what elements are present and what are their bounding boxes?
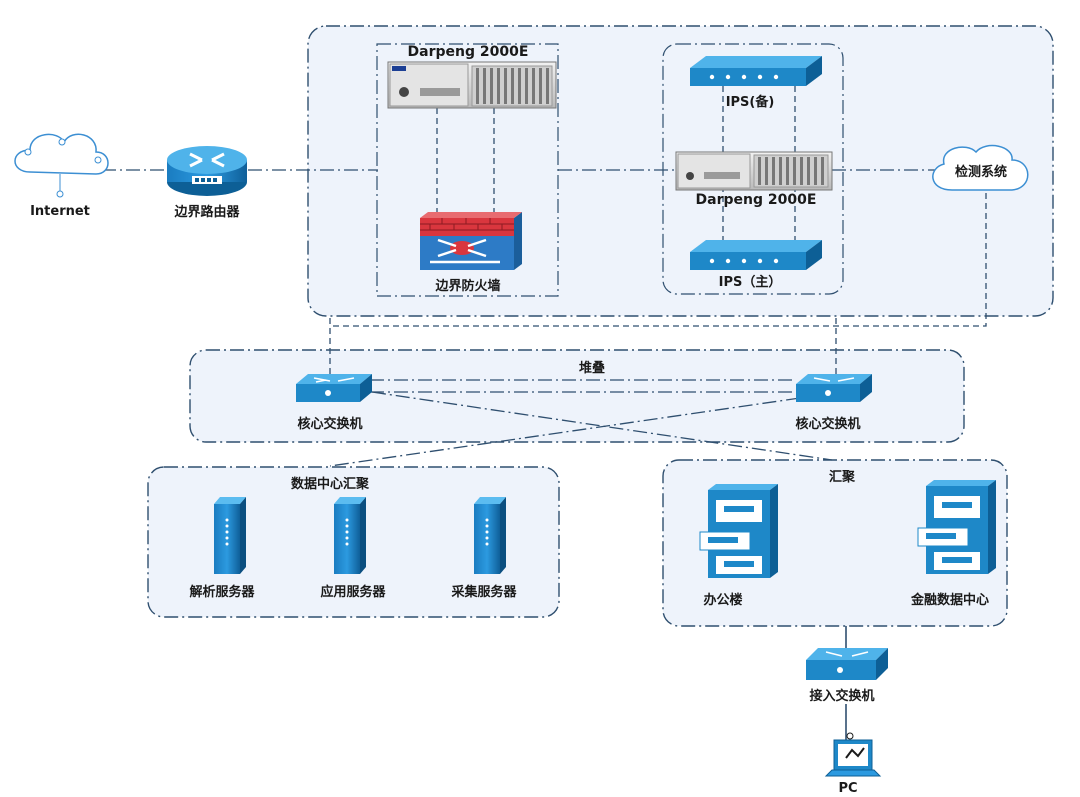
- stack-label: 堆叠: [579, 360, 605, 376]
- firewall-icon: [420, 212, 522, 270]
- detection-cloud-icon: [932, 144, 1029, 191]
- access-switch-label: 接入交换机: [809, 688, 874, 704]
- ips-main-icon: [690, 240, 822, 270]
- core-switch-left-icon: [296, 374, 372, 402]
- core-switch-right-label: 核心交换机: [795, 416, 860, 432]
- border-router-label: 边界路由器: [173, 204, 240, 220]
- app-server-label: 应用服务器: [320, 584, 386, 600]
- app-server-icon: [334, 497, 366, 574]
- ips-backup-label: IPS(备): [726, 94, 775, 110]
- stack-zone: [189, 349, 965, 443]
- server-rack-icon: [387, 61, 557, 109]
- core-switch-right-icon: [796, 374, 872, 402]
- dc-aggregation-label: 数据中心汇聚: [291, 476, 370, 492]
- finance-dc-label: 金融数据中心: [910, 592, 989, 608]
- ips-backup-icon: [690, 56, 822, 86]
- office-building-label: 办公楼: [703, 592, 742, 608]
- access-switch-icon: [806, 648, 888, 680]
- links: [102, 86, 987, 740]
- core-switch-left-label: 核心交换机: [297, 416, 362, 432]
- internet-cloud-icon: [14, 133, 109, 198]
- detection-system-label: 检测系统: [955, 164, 1007, 180]
- ips-main-label: IPS（主）: [719, 274, 782, 290]
- pc-label: PC: [838, 781, 857, 796]
- darpeng-top-label: Darpeng 2000E: [408, 44, 529, 60]
- pc-icon: [824, 732, 882, 777]
- router-icon: [167, 146, 247, 196]
- border-firewall-label: 边界防火墙: [434, 278, 500, 294]
- collect-server-icon: [474, 497, 506, 574]
- finance-dc-icon: [917, 480, 996, 574]
- ips-group: [662, 43, 844, 295]
- server-rack-mid-icon: [675, 151, 833, 191]
- office-building-icon: [699, 484, 778, 578]
- collect-server-label: 采集服务器: [450, 584, 517, 600]
- internet-label: Internet: [30, 204, 90, 219]
- analysis-server-icon: [214, 497, 246, 574]
- analysis-server-label: 解析服务器: [188, 584, 255, 600]
- aggregation-label: 汇聚: [829, 470, 856, 485]
- darpeng-mid-label: Darpeng 2000E: [696, 192, 817, 208]
